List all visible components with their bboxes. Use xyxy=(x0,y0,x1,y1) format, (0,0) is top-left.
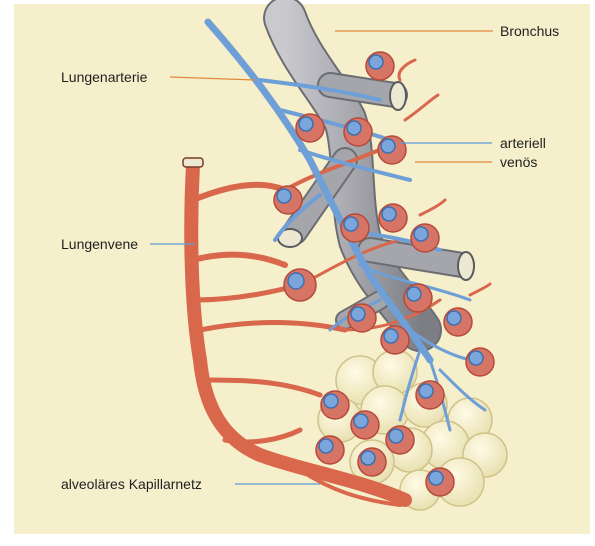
label-kapillarnetz: alveoläres Kapillarnetz xyxy=(61,476,202,492)
leader-lungenarterie xyxy=(170,77,255,80)
label-arteriell: arteriell xyxy=(500,135,546,151)
label-lungenarterie: Lungenarterie xyxy=(61,69,147,85)
label-venoes: venös xyxy=(500,154,537,170)
label-bronchus: Bronchus xyxy=(500,23,559,39)
label-lungenvene: Lungenvene xyxy=(61,236,138,252)
